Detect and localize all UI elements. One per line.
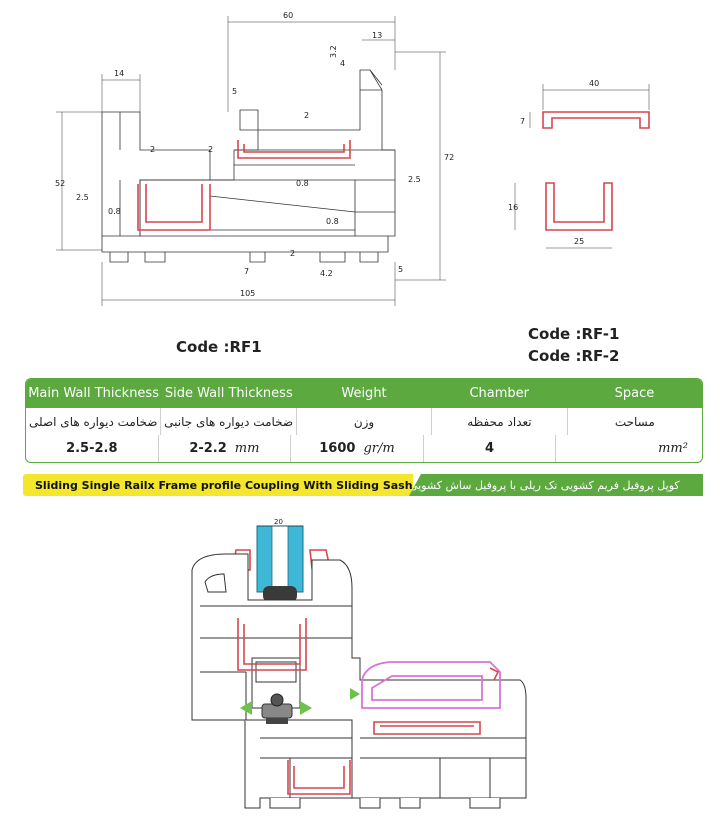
dim-2-b: 2 [150,145,155,154]
dim-7: 7 [244,267,249,276]
header-weight: Weight [341,386,387,401]
dim-4-2: 4.2 [320,269,333,278]
dim-2-5-b: 2.5 [408,175,421,184]
dim-5-top: 5 [232,87,237,96]
code-rf-2: Code :RF-2 [528,347,620,365]
red-insert-upper [237,618,307,671]
unit-mm: mm [234,441,260,456]
dim-4: 4 [340,59,345,68]
dim-0-8-c: 0.8 [326,217,339,226]
dim-0-8-b: 0.8 [108,207,121,216]
code-rf-1: Code :RF-1 [528,325,620,343]
dim-60: 60 [283,11,293,20]
value-space: mm² [555,435,702,462]
dim-14: 14 [114,69,124,78]
rf1-profile-drawing: 40 7 [520,79,650,129]
label-chamber-fa: تعداد محفظه [431,408,566,435]
label-main-wall-fa: ضخامت دیواره های اصلی [28,414,158,429]
coupling-connector [240,688,360,724]
unit-mm2: mm² [658,441,688,456]
dim-5-bottom: 5 [398,265,403,274]
header-main-wall-thickness: Main Wall Thickness [28,386,159,401]
label-space-fa: مساحت [566,408,702,435]
rf1-technical-drawing: 60 13 3.2 4 14 5 2 2 2 0.8 52 2.5 0.8 72… [55,11,650,306]
dim-7-rf: 7 [520,117,525,126]
value-chamber: 4 [422,435,556,462]
dim-3-2: 3.2 [329,45,338,58]
frame-outline [191,553,527,809]
header-space: Space [614,386,655,401]
green-arrow-left [240,701,252,715]
sash-profile-pink [361,661,501,709]
dim-25: 25 [574,237,584,246]
dim-16: 16 [508,203,518,212]
rf1-red-insert-left [137,184,211,231]
dim-72: 72 [444,153,454,162]
red-insert-lower [287,760,351,795]
rf1-red-insert-top [237,140,351,159]
label-weight-fa: وزن [295,408,431,435]
label-side-wall-fa: ضخامت دیواره های جانبی [160,408,295,435]
dim-2-5-a: 2.5 [76,193,89,202]
dim-52: 52 [55,179,65,188]
dim-40: 40 [589,79,599,88]
dim-2-c: 2 [208,145,213,154]
profile-banner: Sliding Single Railx Frame profile Coupl… [23,474,703,496]
header-chamber: Chamber [469,386,529,401]
dim-0-8-a: 0.8 [296,179,309,188]
red-insert-sash [373,721,481,735]
assembly-cross-section: 20 [191,518,527,809]
unit-gr-m: gr/m [363,441,395,456]
dim-2-a: 2 [304,111,309,120]
header-side-wall-thickness: Side Wall Thickness [164,386,293,401]
code-rf1: Code :RF1 [176,338,262,356]
rf1-profile-outline [101,111,211,237]
banner-title-en: Sliding Single Railx Frame profile Coupl… [23,474,457,496]
dim-2-d: 2 [290,249,295,258]
green-arrow-right [300,701,312,715]
dim-105: 105 [240,289,255,298]
dim-13: 13 [372,31,382,40]
glass-dim-20: 20 [274,518,283,526]
green-arrow-sash [350,688,360,700]
banner-title-fa: کوپل پروفیل فریم کشویی تک ریلی با پروفیل… [409,474,703,496]
rf2-profile-drawing: 16 25 [508,182,613,249]
spec-table: Main Wall Thickness Side Wall Thickness … [25,378,703,463]
spec-table-label-row: ضخامت دیواره های اصلی ضخامت دیواره های ج… [26,408,702,435]
value-main-wall: 2.5-2.8 [66,441,118,456]
spec-table-header: Main Wall Thickness Side Wall Thickness … [26,379,702,408]
